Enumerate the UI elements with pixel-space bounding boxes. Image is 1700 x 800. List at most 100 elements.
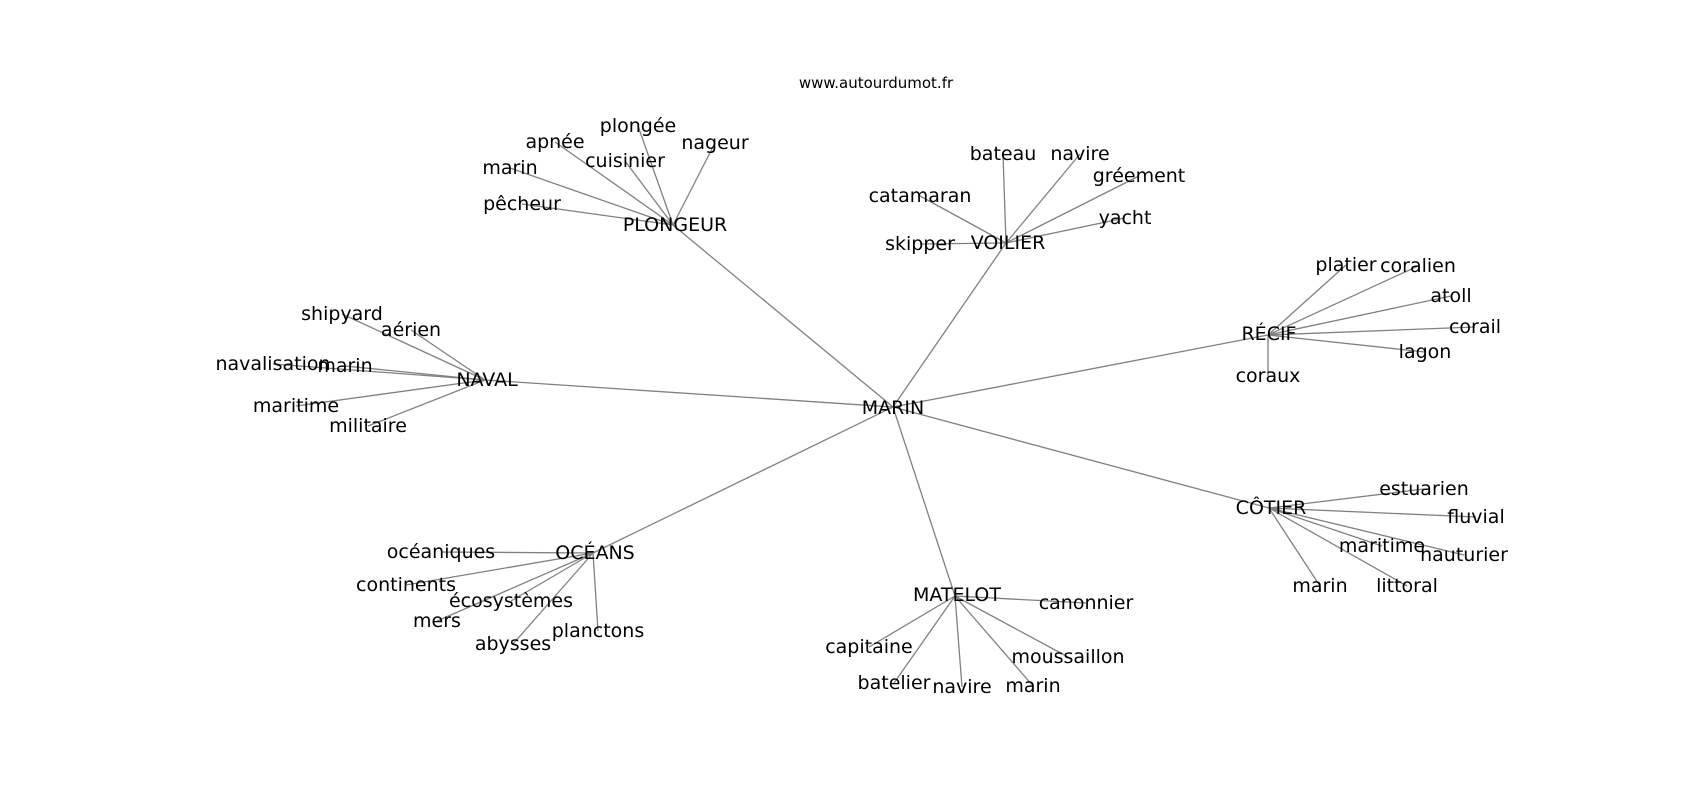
hub-node[interactable]: VOILIER bbox=[971, 232, 1046, 254]
edge-1-1 bbox=[1005, 153, 1081, 244]
word-node[interactable]: planctons bbox=[552, 620, 645, 642]
edge-0-2 bbox=[672, 142, 716, 226]
word-node[interactable]: militaire bbox=[329, 415, 407, 437]
edge-3-3 bbox=[344, 365, 486, 381]
word-node[interactable]: cuisinier bbox=[585, 150, 665, 172]
edge-6-2 bbox=[954, 595, 1069, 658]
word-node[interactable]: corail bbox=[1449, 316, 1501, 338]
word-node[interactable]: plongée bbox=[600, 115, 676, 137]
edge-5-1 bbox=[405, 552, 594, 586]
word-node[interactable]: canonnier bbox=[1039, 592, 1134, 614]
edge-4-3 bbox=[1268, 507, 1465, 556]
word-node[interactable]: océaniques bbox=[387, 541, 495, 563]
edge-4-1 bbox=[1268, 507, 1477, 518]
word-node[interactable]: marin bbox=[317, 355, 372, 377]
word-node[interactable]: coraux bbox=[1236, 365, 1301, 387]
edge-center-5 bbox=[592, 406, 894, 554]
word-node[interactable]: bateau bbox=[970, 143, 1037, 165]
edge-center-2 bbox=[892, 334, 1269, 408]
word-node[interactable]: hauturier bbox=[1420, 544, 1508, 566]
word-node[interactable]: fluvial bbox=[1447, 506, 1504, 528]
edge-1-0 bbox=[1002, 153, 1007, 244]
edge-0-5 bbox=[521, 203, 674, 226]
word-node[interactable]: maritime bbox=[1339, 535, 1425, 557]
edge-1-4 bbox=[1005, 217, 1126, 244]
edge-3-2 bbox=[272, 363, 486, 381]
edge-center-1 bbox=[892, 242, 1007, 408]
edge-2-4 bbox=[1267, 334, 1426, 353]
word-node[interactable]: littoral bbox=[1376, 575, 1438, 597]
edge-1-5 bbox=[919, 242, 1007, 245]
word-node[interactable]: aérien bbox=[381, 319, 441, 341]
word-node[interactable]: maritime bbox=[253, 395, 339, 417]
edge-2-0 bbox=[1267, 264, 1347, 336]
edge-3-5 bbox=[367, 379, 486, 427]
center-node[interactable]: MARIN bbox=[862, 397, 924, 419]
edge-6-4 bbox=[954, 595, 963, 688]
edge-3-4 bbox=[295, 379, 486, 407]
word-node[interactable]: estuarien bbox=[1379, 478, 1469, 500]
site-url: www.autourdumot.fr bbox=[799, 74, 954, 92]
edge-center-6 bbox=[892, 406, 956, 597]
edges bbox=[272, 125, 1477, 688]
word-node[interactable]: lagon bbox=[1399, 341, 1452, 363]
edge-0-0 bbox=[637, 125, 674, 226]
hub-node[interactable]: RÉCIF bbox=[1241, 322, 1296, 345]
word-node[interactable]: nageur bbox=[681, 132, 748, 154]
word-node[interactable]: navalisation bbox=[215, 353, 330, 375]
hub-node[interactable]: NAVAL bbox=[456, 369, 518, 391]
hub-node[interactable]: PLONGEUR bbox=[623, 214, 727, 236]
hub-node[interactable]: OCÉANS bbox=[555, 541, 635, 564]
word-node[interactable]: platier bbox=[1315, 254, 1376, 276]
edge-5-4 bbox=[592, 552, 599, 632]
edge-2-2 bbox=[1267, 295, 1452, 336]
edge-center-0 bbox=[672, 224, 894, 408]
edge-3-1 bbox=[410, 329, 486, 381]
word-node[interactable]: marin bbox=[1292, 575, 1347, 597]
edge-6-3 bbox=[893, 595, 956, 684]
word-node[interactable]: shipyard bbox=[301, 303, 383, 325]
edge-4-2 bbox=[1268, 507, 1383, 547]
word-node[interactable]: gréement bbox=[1093, 165, 1186, 187]
word-node[interactable]: navire bbox=[1050, 143, 1109, 165]
edge-1-2 bbox=[1005, 175, 1140, 244]
edge-4-4 bbox=[1268, 507, 1321, 587]
edge-6-5 bbox=[954, 595, 1034, 687]
edge-4-0 bbox=[1268, 488, 1425, 509]
edge-5-5 bbox=[512, 552, 594, 645]
edge-0-3 bbox=[624, 160, 674, 226]
word-node[interactable]: batelier bbox=[858, 672, 931, 694]
word-node[interactable]: abysses bbox=[475, 633, 551, 655]
word-node[interactable]: pêcheur bbox=[483, 193, 561, 215]
edge-0-1 bbox=[554, 141, 674, 226]
edge-2-1 bbox=[1267, 265, 1419, 336]
word-node[interactable]: skipper bbox=[885, 233, 955, 255]
word-node[interactable]: atoll bbox=[1430, 285, 1471, 307]
word-node[interactable]: catamaran bbox=[869, 185, 972, 207]
hub-node[interactable]: MATELOT bbox=[913, 584, 1001, 606]
edge-5-2 bbox=[510, 552, 594, 602]
edge-6-1 bbox=[868, 595, 956, 648]
edge-2-3 bbox=[1267, 326, 1476, 336]
word-node[interactable]: écosystèmes bbox=[449, 590, 573, 612]
hub-node[interactable]: CÔTIER bbox=[1236, 495, 1307, 519]
word-node[interactable]: navire bbox=[932, 676, 991, 698]
edge-center-3 bbox=[484, 379, 894, 408]
word-node[interactable]: marin bbox=[482, 157, 537, 179]
labels: plongée apnée nageur cuisinier marin pêcheurP… bbox=[215, 115, 1508, 698]
word-node[interactable]: apnée bbox=[525, 131, 584, 153]
word-node[interactable]: yacht bbox=[1099, 207, 1152, 229]
edge-3-0 bbox=[341, 313, 486, 381]
edge-5-0 bbox=[440, 551, 594, 554]
word-node[interactable]: moussaillon bbox=[1011, 646, 1124, 668]
word-node[interactable]: marin bbox=[1005, 675, 1060, 697]
edge-4-5 bbox=[1268, 507, 1408, 587]
word-node[interactable]: continents bbox=[356, 574, 456, 596]
word-node[interactable]: coralien bbox=[1380, 255, 1456, 277]
word-node[interactable]: mers bbox=[413, 610, 461, 632]
edge-0-4 bbox=[509, 167, 674, 226]
word-node[interactable]: capitaine bbox=[825, 636, 913, 658]
edge-1-3 bbox=[919, 195, 1007, 244]
edge-center-4 bbox=[892, 406, 1270, 509]
